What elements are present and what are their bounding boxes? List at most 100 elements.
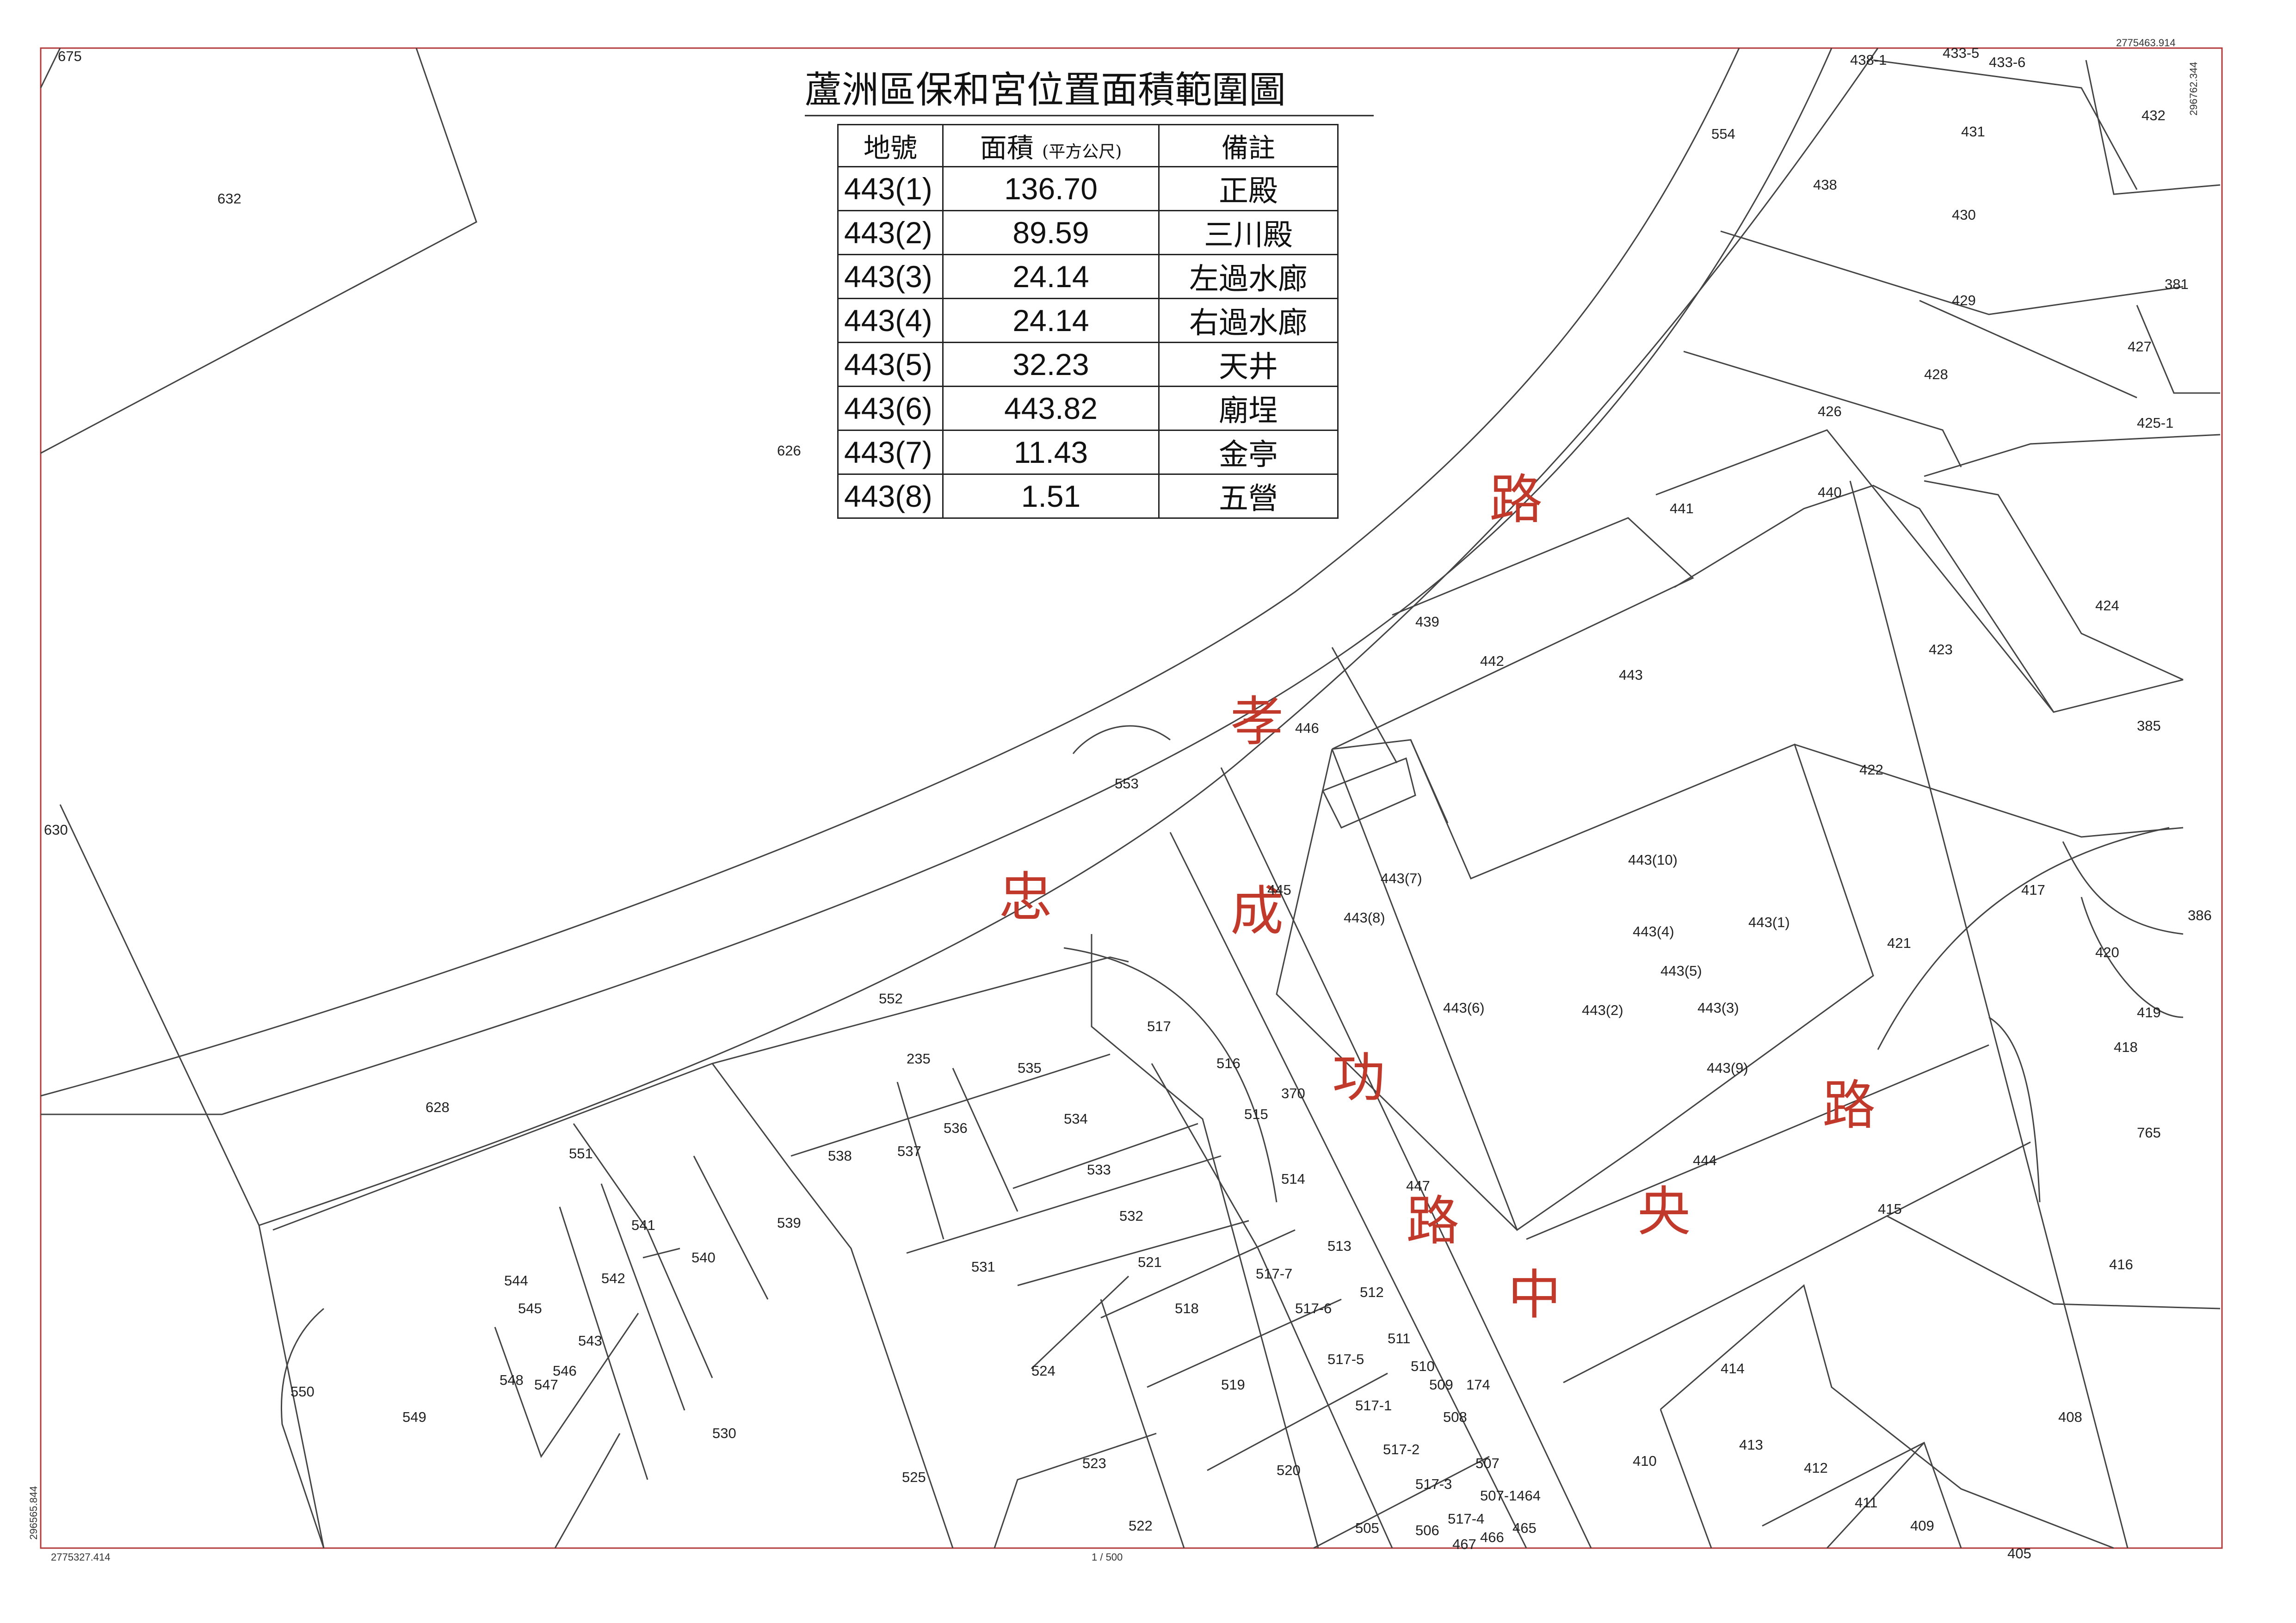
cell-area: 443.82 [942,386,1160,431]
parcel-label: 522 [1129,1518,1153,1534]
road-char-yang: 央 [1637,1181,1691,1243]
parcel-label: 539 [777,1215,801,1231]
parcel-label: 517-2 [1383,1441,1420,1457]
parcel-label: 235 [907,1051,931,1067]
cell-lot: 443(6) [837,386,944,431]
cell-note: 右過水廊 [1158,298,1339,343]
parcel-label: 411 [1855,1494,1877,1511]
map-scale: 1 / 500 [1092,1551,1123,1563]
parcel-label: 423 [1929,641,1953,658]
parcel-label: 174 [1466,1377,1490,1393]
parcel-label: 443(7) [1381,870,1422,886]
header-area-unit: (平方公尺) [1042,142,1122,161]
parcel-label: 405 [2007,1545,2031,1562]
parcel-label: 424 [2095,597,2119,614]
parcel-label: 535 [1018,1060,1042,1076]
parcel-label: 626 [777,443,801,459]
parcel-label: 433-6 [1989,54,2025,70]
parcel-label: 520 [1277,1462,1301,1478]
parcel-label: 443(10) [1628,852,1678,868]
parcel-label: 517-6 [1295,1300,1332,1316]
parcel-label: 550 [290,1383,315,1400]
cell-note: 左過水廊 [1158,254,1339,299]
cell-note: 廟埕 [1158,386,1339,431]
parcel-label: 517-7 [1256,1266,1292,1282]
parcel-label: 537 [897,1143,921,1159]
zhongxiao-road-lane [40,48,1740,1097]
parcel-label: 465 [1512,1520,1537,1536]
parcel-label: 505 [1355,1520,1379,1536]
parcel-label: 467 [1452,1536,1476,1552]
parcel-label: 447 [1406,1178,1430,1194]
parcel-label: 630 [44,822,68,838]
cell-area: 136.70 [942,166,1160,211]
coord-top-right-y: 296762.344 [2188,62,2199,116]
zhongyang-road-edge [1849,480,2129,1549]
header-area-label: 面積 [980,132,1034,164]
parcel-label: 428 [1924,366,1948,382]
parcel-label: 511 [1388,1330,1410,1346]
parcel-label: 430 [1952,207,1976,223]
road-char-lu-1: 路 [1489,469,1543,531]
parcel-label: 443(9) [1707,1060,1748,1076]
table-header-row: 地號 面積 (平方公尺) 備註 [837,124,1339,167]
parcel-label: 523 [1082,1455,1106,1471]
header-area: 面積 (平方公尺) [942,124,1160,167]
cell-area: 89.59 [942,210,1160,255]
road-char-cheng: 成 [1230,880,1284,942]
parcel-label: 532 [1119,1208,1143,1224]
chenggong-road-right [1220,767,1592,1549]
parcel-label: 443(5) [1660,963,1702,979]
parcel-label: 443 [1619,667,1643,683]
parcel-label: 445 [1267,882,1291,898]
chenggong-road-left [1169,832,1527,1549]
parcel-label: 517-5 [1327,1351,1364,1367]
road-labels: 忠 孝 路 成 功 路 中 央 路 [999,469,1876,1326]
cell-lot: 443(2) [837,210,944,255]
coord-top-right-x: 2775463.914 [2116,37,2175,49]
parcel-label: 443(3) [1697,1000,1739,1016]
header-note: 備註 [1158,124,1339,167]
parcel-label: 553 [1115,775,1139,792]
parcel-label: 545 [518,1300,542,1316]
coord-bottom-left-y: 296565.844 [28,1486,39,1540]
parcel-label: 536 [944,1120,968,1136]
parcel-label: 438 [1813,177,1837,193]
parcel-label: 533 [1087,1162,1111,1178]
parcel-label: 440 [1818,484,1842,500]
parcel-label: 512 [1360,1284,1384,1300]
parcel-lines [40,48,2221,1549]
parcel-label: 408 [2058,1409,2082,1425]
parcel-label: 420 [2095,944,2119,960]
cell-area: 32.23 [942,342,1160,387]
road-char-lu-3: 路 [1822,1075,1876,1137]
parcel-label: 552 [879,990,903,1007]
parcel-label: 547 [534,1377,558,1393]
parcel-label: 508 [1443,1409,1467,1425]
parcel-label: 507 [1475,1455,1500,1471]
zhongxiao-road-inner [259,48,1879,1226]
road-char-gong: 功 [1332,1047,1385,1109]
parcel-label: 385 [2137,718,2161,734]
parcel-label: 531 [971,1259,995,1275]
road-char-lu-2: 路 [1406,1190,1459,1252]
parcel-label: 510 [1411,1358,1435,1374]
cell-note: 五營 [1158,473,1339,519]
parcel-label: 426 [1818,403,1842,419]
parcel-label: 409 [1910,1518,1934,1534]
parcel-label: 549 [402,1409,426,1425]
parcel-label: 370 [1281,1085,1305,1101]
parcel-label: 429 [1952,292,1976,308]
parcel-label: 443(1) [1748,914,1790,930]
parcel-label: 466 [1480,1529,1504,1545]
parcel-label: 540 [691,1249,716,1266]
road-char-zhong-1: 忠 [999,867,1052,928]
parcel-label: 548 [500,1372,524,1388]
cell-lot: 443(5) [837,342,944,387]
parcel-label: 551 [569,1145,593,1162]
cell-lot: 443(7) [837,430,944,475]
parcel-label: 425-1 [2137,415,2173,431]
zhongyang-road-upper [1526,1044,1989,1240]
